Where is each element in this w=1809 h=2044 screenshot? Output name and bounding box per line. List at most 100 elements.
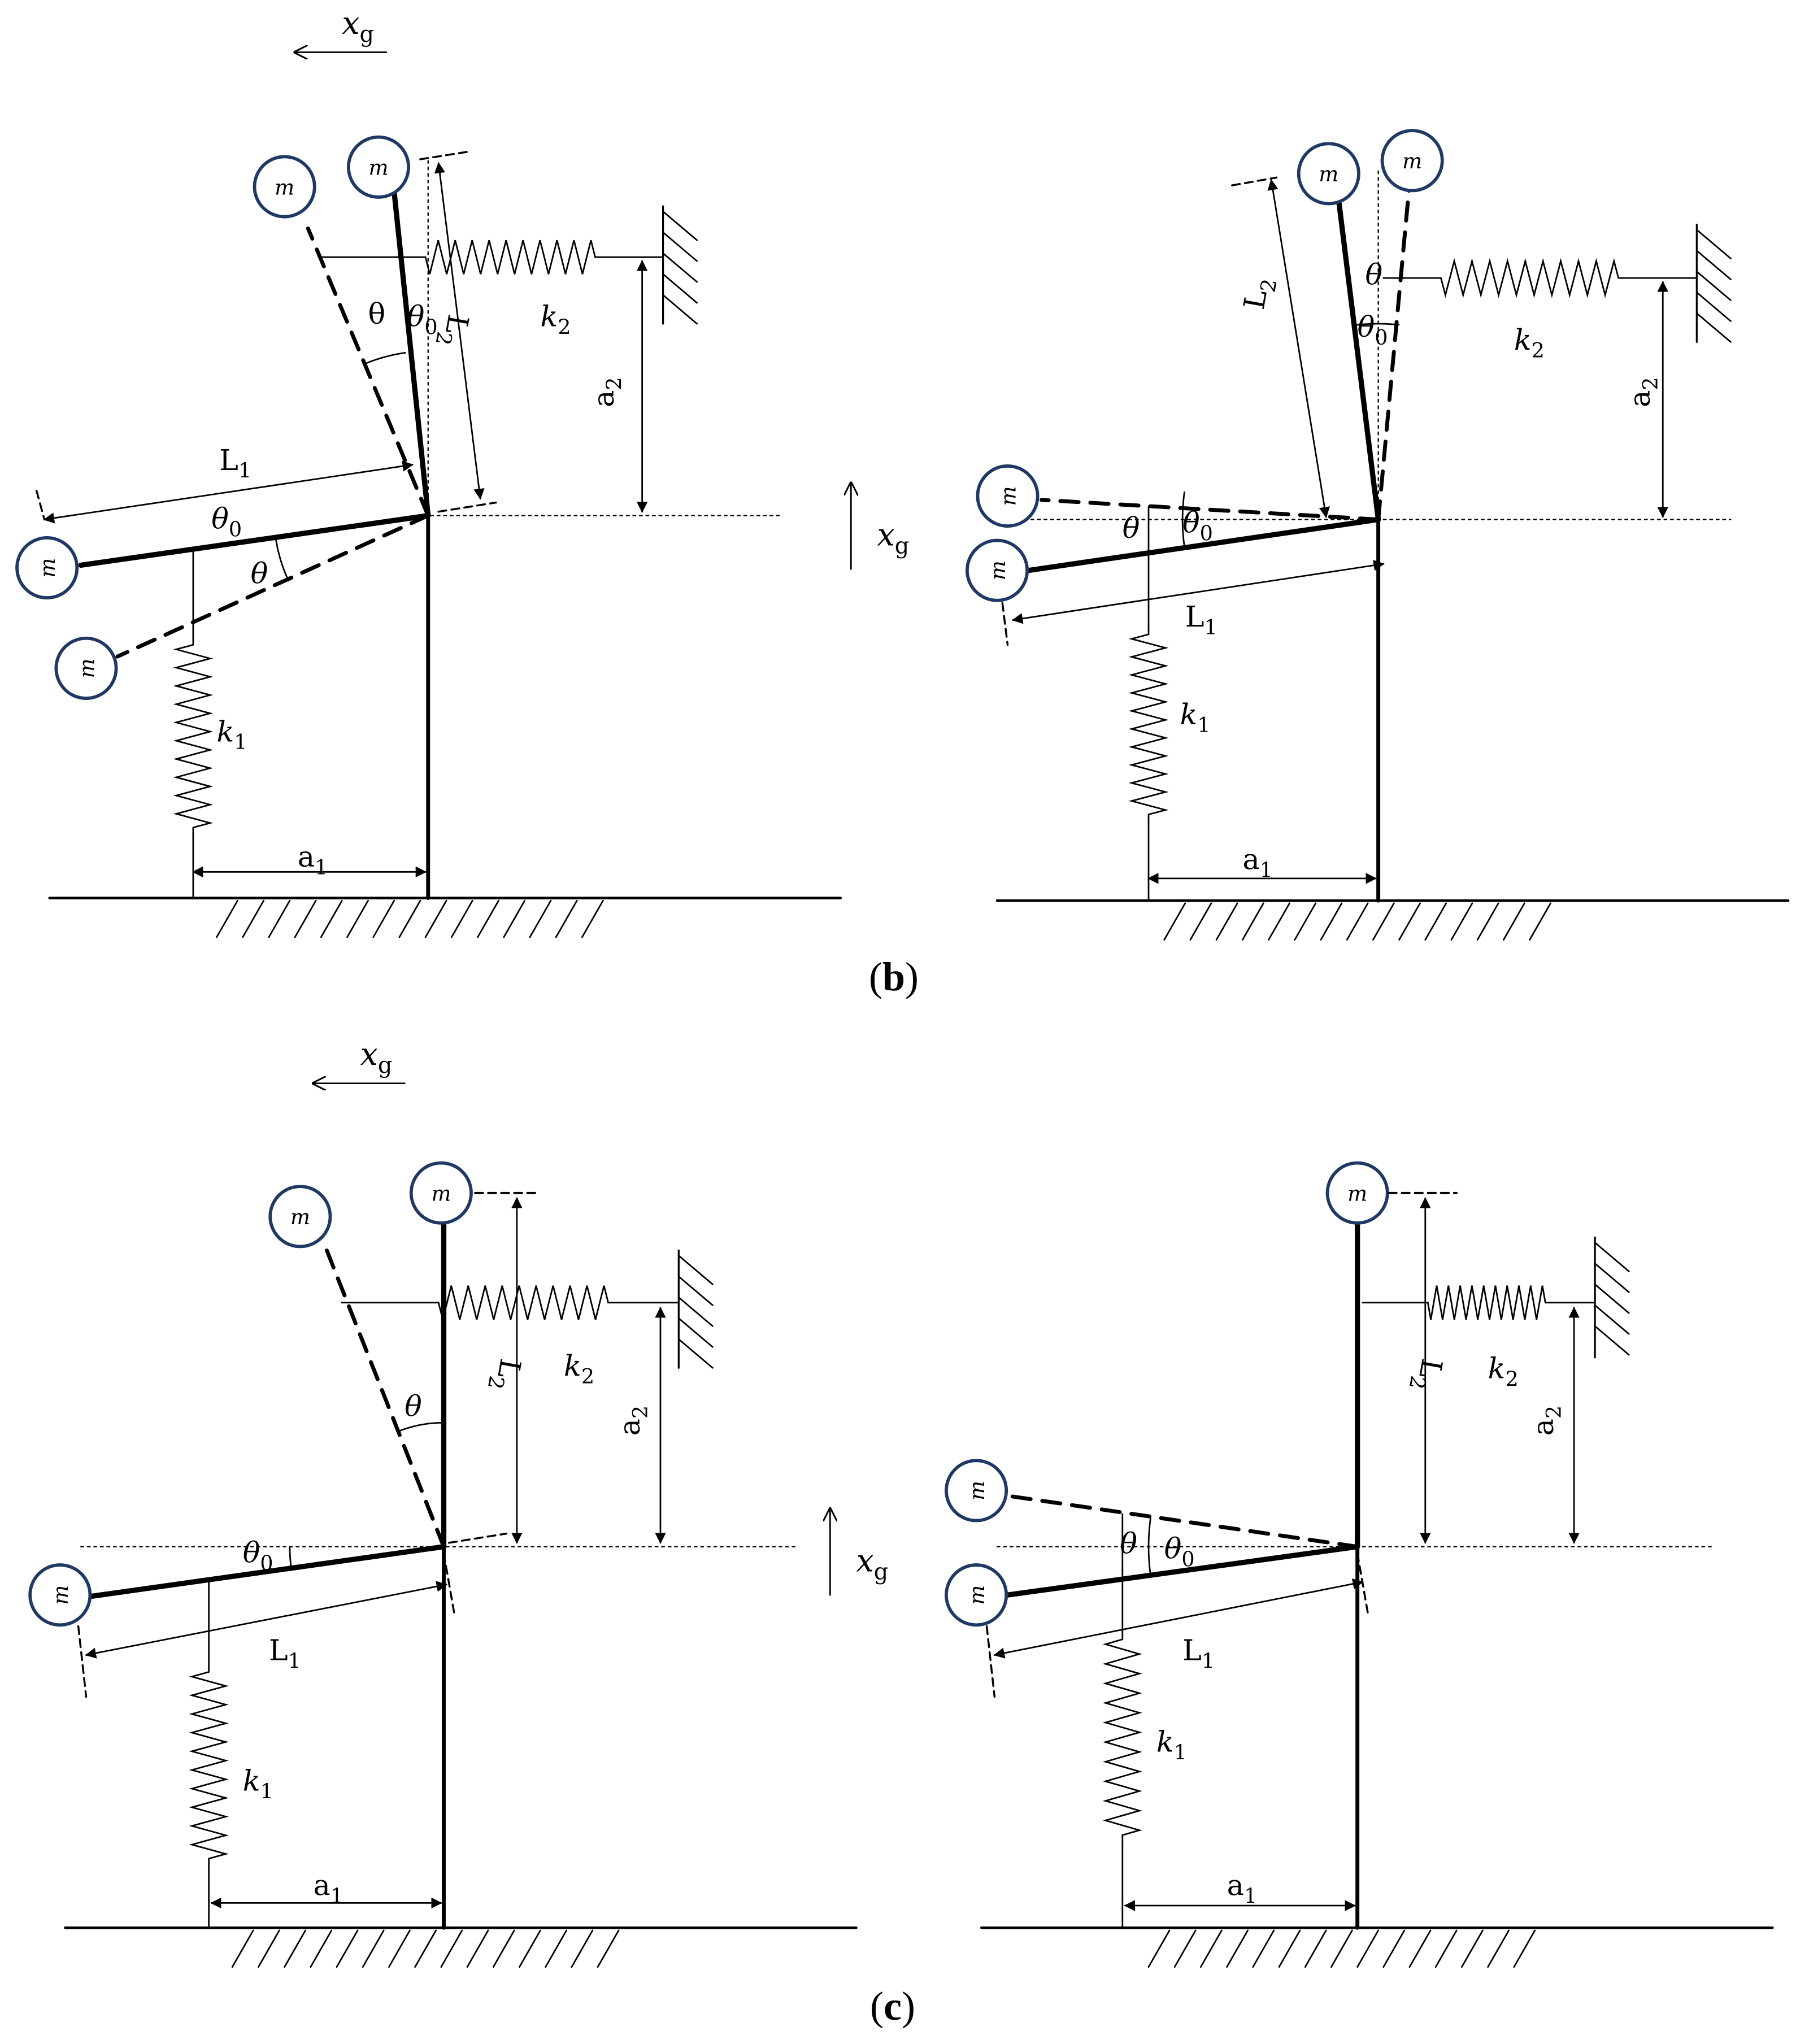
spring-k2 — [429, 1285, 617, 1320]
label-a1: a1 — [1227, 1869, 1258, 1908]
label-a2: a2 — [613, 1406, 653, 1436]
caption-b-letter: b — [882, 954, 906, 999]
label-a2: a2 — [587, 377, 627, 407]
caption-b-close: ) — [905, 954, 919, 999]
mass-circle — [54, 636, 118, 700]
label-a2: a2 — [1527, 1406, 1566, 1436]
spring-k1 — [1102, 1630, 1142, 1844]
theta0-label: θ0 — [243, 1536, 273, 1575]
label-L2: L2 — [1404, 1355, 1449, 1394]
upper-mass: m — [346, 135, 410, 199]
mass-circle — [15, 536, 79, 600]
theta-upper-label: θ — [1366, 258, 1383, 292]
spring-k2 — [1432, 258, 1627, 298]
theta0-upper-label: θ0 — [407, 300, 438, 340]
L1-extension — [985, 1625, 996, 1698]
lower-link-displaced — [1006, 1494, 1360, 1549]
theta-arc — [396, 1421, 445, 1433]
label-k2: k2 — [564, 1349, 594, 1389]
theta0-label: θ0 — [1164, 1532, 1195, 1572]
mass-label: m — [431, 1182, 451, 1206]
theta-label: θ — [405, 1390, 422, 1423]
dimension-L1 — [85, 1581, 448, 1659]
upper-link-displaced — [1376, 181, 1412, 522]
label-L1: L1 — [1182, 1634, 1215, 1673]
mass-label: m — [290, 1205, 310, 1229]
mass-label: m — [965, 1481, 989, 1501]
lower-link-displaced — [1040, 498, 1381, 522]
label-k1: k1 — [243, 1764, 273, 1804]
mass-label: m — [996, 486, 1020, 506]
label-k1: k1 — [1180, 698, 1210, 737]
upper-link-displaced — [324, 1247, 446, 1549]
mass-label: m — [986, 560, 1010, 580]
theta-arc-upper — [363, 351, 406, 366]
mass-label: m — [275, 175, 294, 199]
label-k2: k2 — [1514, 323, 1545, 363]
lower-mass: m — [966, 538, 1029, 602]
mass-label: m — [49, 1585, 73, 1605]
theta0-arc — [289, 1546, 292, 1569]
label-a1: a1 — [298, 840, 328, 880]
mass-circle — [253, 155, 316, 219]
lower-mass: m — [945, 1563, 1008, 1627]
mass-circle — [346, 135, 410, 199]
theta0-upper-label: θ0 — [1358, 310, 1388, 350]
theta-lower-label: θ — [251, 557, 268, 590]
lower-mass: m — [28, 1563, 92, 1627]
right-wall — [1594, 1236, 1630, 1359]
spring-k2 — [416, 240, 604, 275]
label-k2: k2 — [1488, 1352, 1519, 1391]
L1-extension — [35, 489, 46, 521]
lower-mass-displaced: m — [54, 636, 118, 700]
theta0-lower-label: θ0 — [211, 502, 242, 542]
L2-extension-lower — [437, 501, 497, 513]
lower-mass-displaced: m — [976, 464, 1040, 528]
upper-mass-displaced: m — [268, 1185, 332, 1249]
right-wall — [1695, 223, 1732, 343]
dimension-L1 — [43, 460, 414, 524]
mass-circle — [1380, 129, 1444, 193]
theta-arc-lower — [275, 536, 290, 582]
label-a1: a1 — [313, 1869, 343, 1908]
ground-hatch — [1163, 902, 1551, 941]
spring-k1 — [173, 636, 214, 837]
mass-circle — [409, 1161, 473, 1225]
xg-left-c-label: xg — [360, 1037, 393, 1078]
mass-circle — [1325, 1161, 1389, 1225]
caption-c-letter: c — [883, 1984, 902, 2029]
upper-mass: m — [409, 1161, 473, 1225]
right-wall — [662, 205, 698, 325]
spring-k2 — [1419, 1285, 1554, 1320]
label-L2: L2 — [1237, 275, 1282, 313]
caption-b: (b) — [869, 954, 919, 1001]
caption-c-close: ) — [901, 1984, 915, 2029]
L2-extension — [1231, 176, 1278, 186]
label-L1: L1 — [1185, 600, 1217, 640]
xg-left-b-label: xg — [342, 6, 374, 47]
mass-label: m — [1347, 1182, 1367, 1206]
upper-link-displaced — [306, 226, 430, 518]
dimension-L1 — [1011, 560, 1385, 624]
post-extension — [442, 1552, 455, 1615]
L1-extension — [1001, 602, 1009, 646]
mass-circle — [945, 1459, 1008, 1523]
L2-extension — [419, 150, 471, 160]
lower-mass-displaced: m — [945, 1459, 1008, 1523]
label-a1: a1 — [1242, 843, 1273, 882]
dimension-L2 — [434, 162, 485, 500]
ground-hatch — [216, 899, 604, 938]
theta-upper-label: θ — [368, 297, 385, 330]
upper-link — [1334, 180, 1381, 523]
ground-hatch — [1147, 1929, 1536, 1968]
xg-right-b-label: xg — [877, 517, 909, 559]
label-a2: a2 — [1623, 377, 1663, 407]
caption-c-open: ( — [870, 1984, 884, 2029]
label-L1: L1 — [219, 443, 251, 483]
spring-k1 — [1128, 625, 1169, 823]
lower-link-displaced — [115, 514, 430, 659]
mass-circle — [976, 464, 1040, 528]
upper-mass-displaced: m — [1380, 129, 1444, 193]
theta-lower-label: θ — [1123, 511, 1140, 545]
